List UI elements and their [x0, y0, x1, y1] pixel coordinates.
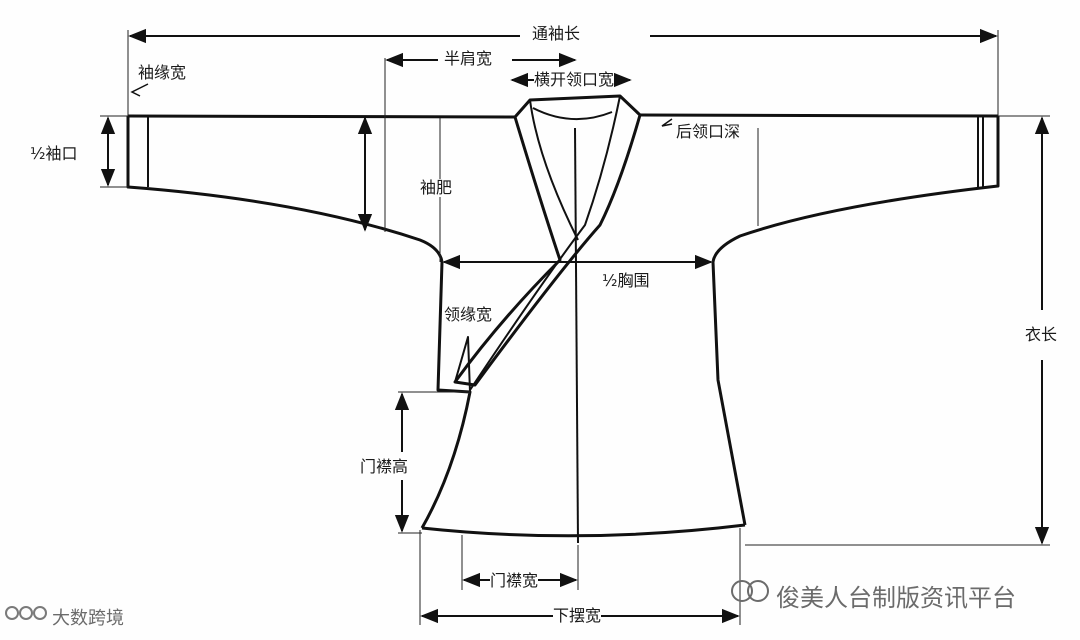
center-front-line [574, 127, 579, 544]
back-neck-depth-arrow [661, 118, 673, 127]
label-neck-width: 横开领口宽 [534, 70, 615, 89]
label-back-neck-depth: 后领口深 [676, 122, 741, 141]
watermark-right-logo [731, 580, 769, 602]
label-half-chest: ½胸围 [602, 271, 650, 290]
label-half-shoulder: 半肩宽 [444, 49, 493, 68]
label-garment-length: 衣长 [1025, 325, 1058, 344]
label-hem-width: 下摆宽 [553, 606, 602, 625]
left-body-side [420, 261, 472, 529]
label-placket-height: 门襟高 [360, 457, 409, 476]
shoulder-line [127, 113, 999, 119]
hem-line [421, 523, 746, 538]
watermark-left: 大数跨境 [52, 608, 124, 629]
garment-outline [126, 113, 1000, 538]
watermark-left-logo [5, 606, 47, 620]
label-sleeve-width: 袖肥 [420, 178, 453, 197]
sleeve-border-pointer [130, 83, 149, 97]
label-sleeve-border-width: 袖缘宽 [138, 63, 187, 82]
label-sleeve-length: 通袖长 [532, 24, 581, 43]
right-sleeve [711, 116, 1000, 263]
collar [453, 94, 642, 393]
label-collar-border-width: 领缘宽 [444, 305, 493, 324]
cuff-bands [147, 116, 984, 187]
watermark-right: 俊美人台制版资讯平台 [776, 584, 1016, 612]
label-half-cuff: ½袖口 [30, 144, 78, 163]
left-sleeve [126, 116, 444, 263]
label-placket-width: 门襟宽 [490, 571, 539, 590]
right-body-side [711, 261, 747, 526]
